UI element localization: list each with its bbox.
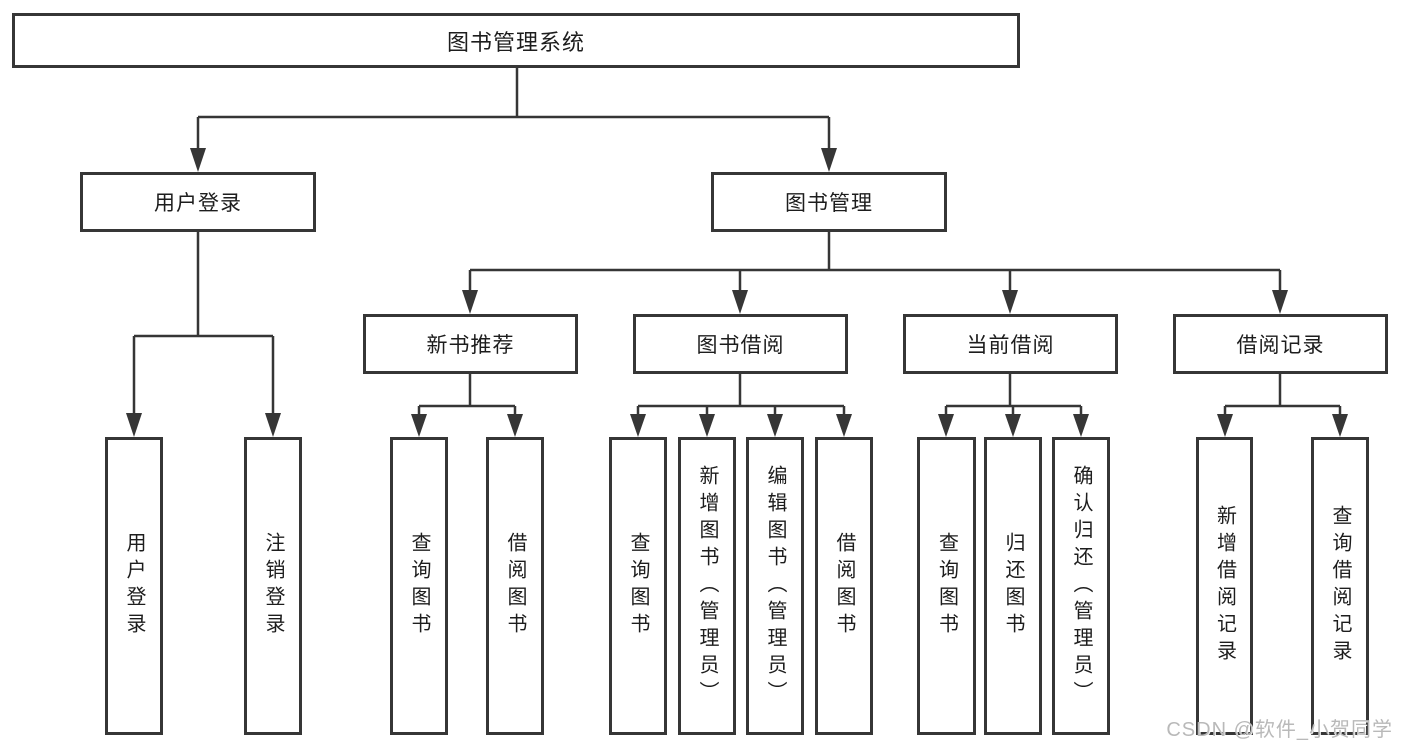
leaf-label: 查询图书 [408,532,430,640]
leaf-label: 归还图书 [1002,532,1024,640]
node-label: 图书借阅 [696,334,785,357]
leaf-borrow-books-recommendation: 借阅图书 [486,437,544,735]
leaf-confirm-return-admin: 确认归还（管理员） [1052,437,1110,735]
node-label: 当前借阅 [966,334,1055,357]
leaf-query-books-current: 查询图书 [917,437,976,735]
leaf-edit-books-admin: 编辑图书（管理员） [746,437,804,735]
leaf-label: 注销登录 [262,532,284,640]
leaf-label: 用户登录 [123,532,145,640]
leaf-query-borrow-record: 查询借阅记录 [1311,437,1369,735]
leaf-logout: 注销登录 [244,437,302,735]
node-label: 图书管理 [785,192,873,215]
leaf-add-borrow-record: 新增借阅记录 [1196,437,1253,735]
node-borrowing-records: 借阅记录 [1173,314,1388,374]
leaf-borrow-books: 借阅图书 [815,437,873,735]
node-book-borrowing: 图书借阅 [633,314,848,374]
leaf-label: 确认归还（管理员） [1070,464,1092,708]
leaf-label: 借阅图书 [833,532,855,640]
leaf-add-books-admin: 新增图书（管理员） [678,437,736,735]
csdn-watermark: CSDN @软件_小贺同学 [1166,719,1393,741]
leaf-label: 查询图书 [627,532,649,640]
node-user-login: 用户登录 [80,172,316,232]
leaf-user-login: 用户登录 [105,437,163,735]
leaf-label: 借阅图书 [504,532,526,640]
node-new-book-recommendation: 新书推荐 [363,314,578,374]
leaf-return-books: 归还图书 [984,437,1042,735]
leaf-label: 编辑图书（管理员） [764,464,786,708]
node-library-management-system: 图书管理系统 [12,13,1020,68]
leaf-label: 新增借阅记录 [1213,505,1236,667]
node-book-management: 图书管理 [711,172,947,232]
node-label: 借阅记录 [1236,334,1325,357]
leaf-label: 新增图书（管理员） [696,464,718,708]
leaf-label: 查询借阅记录 [1329,505,1351,667]
node-label: 新书推荐 [426,334,515,357]
node-label: 用户登录 [154,192,242,215]
leaf-label: 查询图书 [935,532,958,640]
node-current-borrowing: 当前借阅 [903,314,1118,374]
leaf-query-books-borrowing: 查询图书 [609,437,667,735]
node-label: 图书管理系统 [446,29,585,55]
leaf-query-books-recommendation: 查询图书 [390,437,448,735]
